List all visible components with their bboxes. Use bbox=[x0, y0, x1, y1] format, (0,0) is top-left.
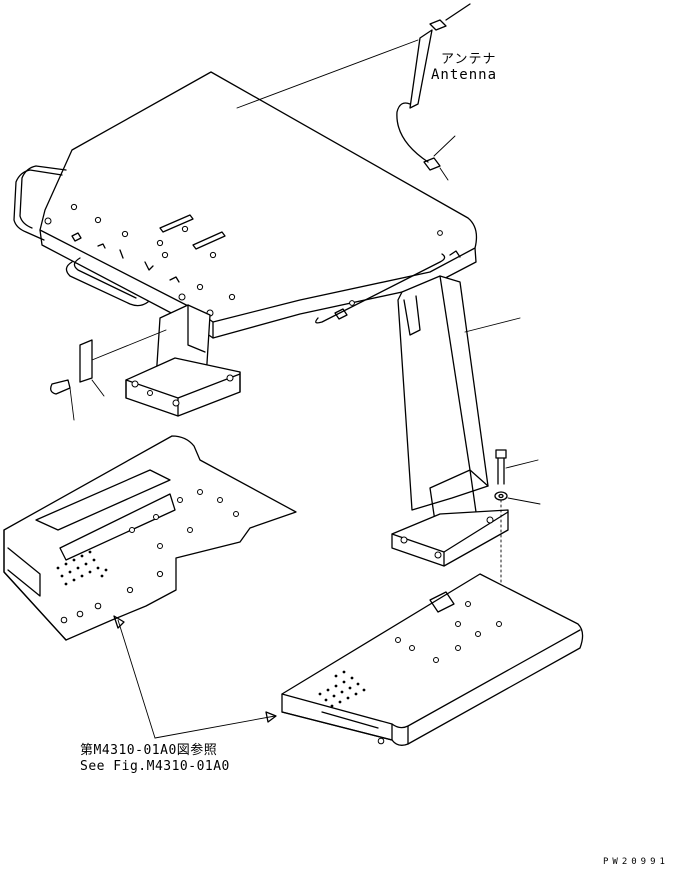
lower-left-tray bbox=[3, 435, 297, 641]
right-column bbox=[391, 275, 509, 567]
antenna-label-jp: アンテナ bbox=[441, 52, 497, 67]
left-pedestal bbox=[125, 304, 241, 417]
drawing-number: PW20991 bbox=[603, 857, 669, 867]
leader-lines bbox=[113, 317, 521, 739]
front-grab-handle bbox=[65, 257, 149, 307]
left-grab-handle bbox=[13, 165, 67, 241]
lower-right-tray bbox=[281, 573, 584, 746]
left-fastener bbox=[50, 329, 167, 421]
bolt-and-washer bbox=[494, 449, 541, 626]
figure-reference-en: See Fig.M4310-01A0 bbox=[80, 759, 230, 774]
antenna-label-en: Antenna bbox=[431, 67, 498, 83]
figure-reference-jp: 第M4310-01A0図参照 bbox=[80, 743, 218, 758]
antenna bbox=[236, 3, 471, 181]
